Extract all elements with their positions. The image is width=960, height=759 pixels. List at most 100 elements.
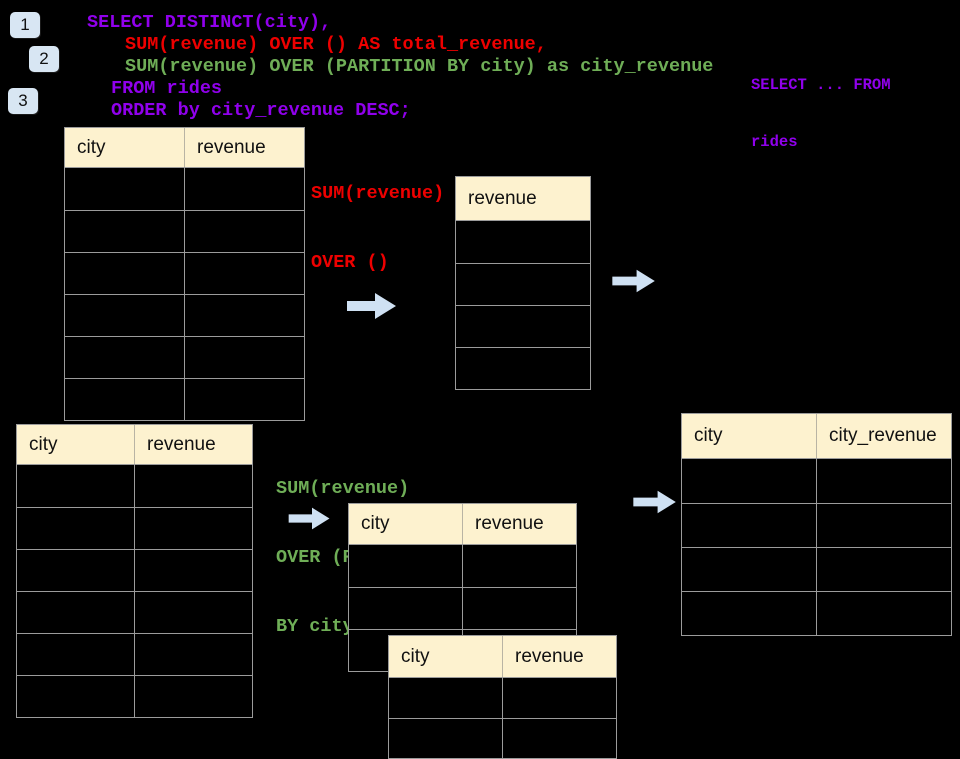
table-row — [17, 633, 252, 675]
table-cell — [65, 337, 184, 378]
table-body — [65, 168, 304, 420]
table-cell — [349, 545, 462, 587]
table-cell — [65, 168, 184, 210]
table-cell — [134, 592, 252, 633]
column-header: city — [694, 425, 723, 446]
table-cell — [462, 545, 576, 587]
table-row — [682, 591, 951, 635]
step-number: 3 — [18, 91, 28, 110]
table-row — [389, 678, 616, 718]
table-row — [456, 305, 590, 347]
table-cell — [456, 264, 590, 305]
table-row — [65, 210, 304, 252]
column-header: city — [361, 513, 390, 534]
slide-canvas: { "badges": { "one": "1", "two": "2", "t… — [8, 12, 952, 759]
table-cell — [17, 550, 134, 591]
table-row — [65, 336, 304, 378]
sql-side-snippet: SELECT ... FROM rides — [751, 38, 891, 171]
table-cell — [816, 592, 951, 635]
table-row — [65, 294, 304, 336]
table-cell — [184, 253, 304, 294]
table-cell — [65, 211, 184, 252]
table-cell — [456, 306, 590, 347]
table-cell — [682, 504, 816, 547]
table-cell — [682, 548, 816, 591]
step-badge-2: 2 — [29, 46, 59, 72]
step-badge-1: 1 — [10, 12, 40, 38]
label-line: SUM(revenue) — [311, 183, 445, 204]
table-cell — [184, 295, 304, 336]
table-cell — [389, 678, 502, 718]
table-row — [17, 675, 252, 717]
table-row — [456, 221, 590, 263]
table-body — [682, 459, 951, 635]
sql-line-order: ORDER by city_revenue DESC; — [111, 100, 411, 121]
table-header-row: revenue — [456, 177, 590, 221]
table-cell — [184, 168, 304, 210]
table-cell — [389, 719, 502, 758]
table-row — [456, 347, 590, 389]
column-header: revenue — [468, 187, 537, 209]
table-cell — [816, 504, 951, 547]
column-header: city — [401, 645, 430, 667]
table-cell — [65, 379, 184, 420]
table-cell — [502, 719, 616, 758]
table-cell — [184, 337, 304, 378]
sql-line-select: SELECT DISTINCT(city), — [87, 12, 332, 33]
table-total-result: revenue — [455, 176, 591, 390]
table-cell — [816, 548, 951, 591]
table-cell — [456, 348, 590, 389]
table-cell — [134, 634, 252, 675]
table-cell — [349, 588, 462, 629]
table-cell — [17, 634, 134, 675]
table-row — [682, 459, 951, 503]
table-row — [65, 252, 304, 294]
arrow-right-icon — [347, 293, 396, 319]
label-line: SUM(revenue) — [276, 478, 410, 499]
table-row — [682, 547, 951, 591]
table-row — [682, 503, 951, 547]
column-header: city — [77, 136, 106, 158]
table-cell — [682, 459, 816, 503]
table-cell — [17, 508, 134, 549]
table-cell — [134, 676, 252, 717]
table-body — [17, 465, 252, 717]
table-cell — [462, 588, 576, 629]
table-row — [456, 263, 590, 305]
sql-line-partition: SUM(revenue) OVER (PARTITION BY city) as… — [125, 56, 714, 77]
sql-line-total: SUM(revenue) OVER () AS total_revenue, — [125, 34, 547, 55]
sql-line-from: FROM rides — [111, 78, 223, 99]
table-body — [389, 678, 616, 758]
table-cell — [17, 676, 134, 717]
table-row — [349, 545, 576, 587]
table-row — [389, 718, 616, 758]
table-partition-front: city revenue — [388, 635, 617, 759]
table-cell — [184, 211, 304, 252]
table-cell — [184, 379, 304, 420]
sql-side-line2: rides — [751, 133, 798, 151]
step-number: 1 — [20, 15, 30, 34]
table-row — [65, 378, 304, 420]
table-cell — [134, 508, 252, 549]
table-row — [17, 549, 252, 591]
table-cell — [816, 459, 951, 503]
table-row — [17, 591, 252, 633]
table-cell — [682, 592, 816, 635]
label-total-revenue: SUM(revenue) OVER () — [311, 136, 444, 297]
step-badge-3: 3 — [8, 88, 38, 114]
column-header: revenue — [502, 636, 616, 677]
step-number: 2 — [39, 49, 49, 68]
table-row — [17, 465, 252, 507]
table-row — [17, 507, 252, 549]
column-header: revenue — [134, 425, 252, 464]
table-cell — [456, 221, 590, 263]
arrow-right-icon — [288, 507, 330, 530]
arrow-right-icon — [612, 269, 655, 293]
